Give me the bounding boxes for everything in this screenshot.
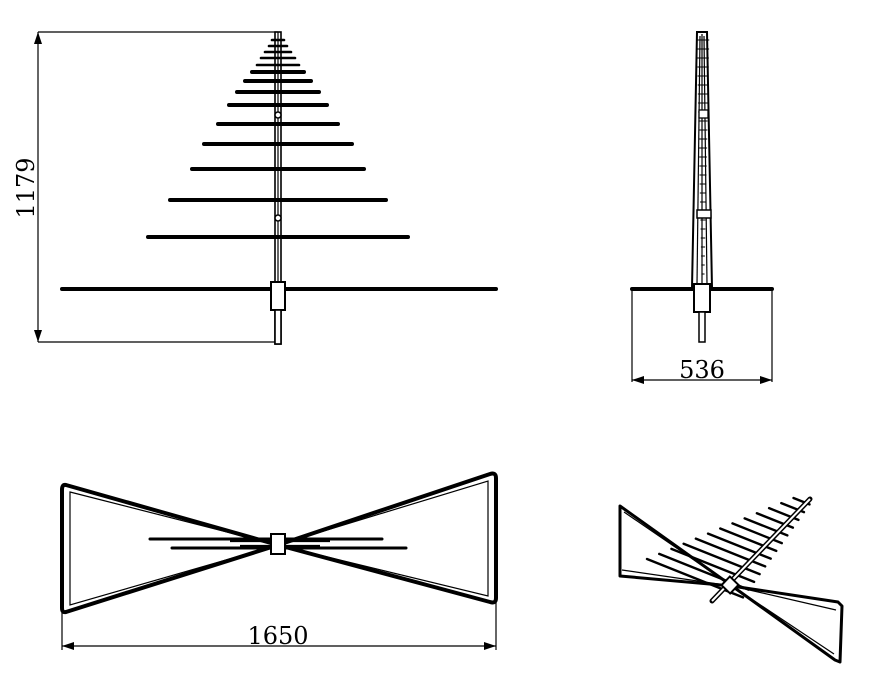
width-label: 1650 bbox=[247, 622, 308, 650]
depth-dimension: 536 bbox=[631, 289, 773, 384]
front-view: 1179 bbox=[12, 31, 498, 345]
depth-label: 536 bbox=[679, 356, 725, 384]
iso-element bbox=[682, 542, 761, 576]
top-view: 1650 bbox=[60, 471, 498, 650]
side-view: 536 bbox=[630, 31, 774, 384]
iso-element bbox=[706, 532, 772, 560]
front-view-elements bbox=[146, 38, 410, 239]
height-label: 1179 bbox=[12, 157, 40, 218]
height-dimension: 1179 bbox=[12, 31, 278, 343]
iso-element bbox=[670, 547, 756, 584]
side-view-element-ticks bbox=[696, 39, 710, 275]
isometric-view bbox=[618, 496, 844, 664]
width-dimension: 1650 bbox=[61, 602, 497, 650]
iso-element bbox=[694, 537, 767, 568]
